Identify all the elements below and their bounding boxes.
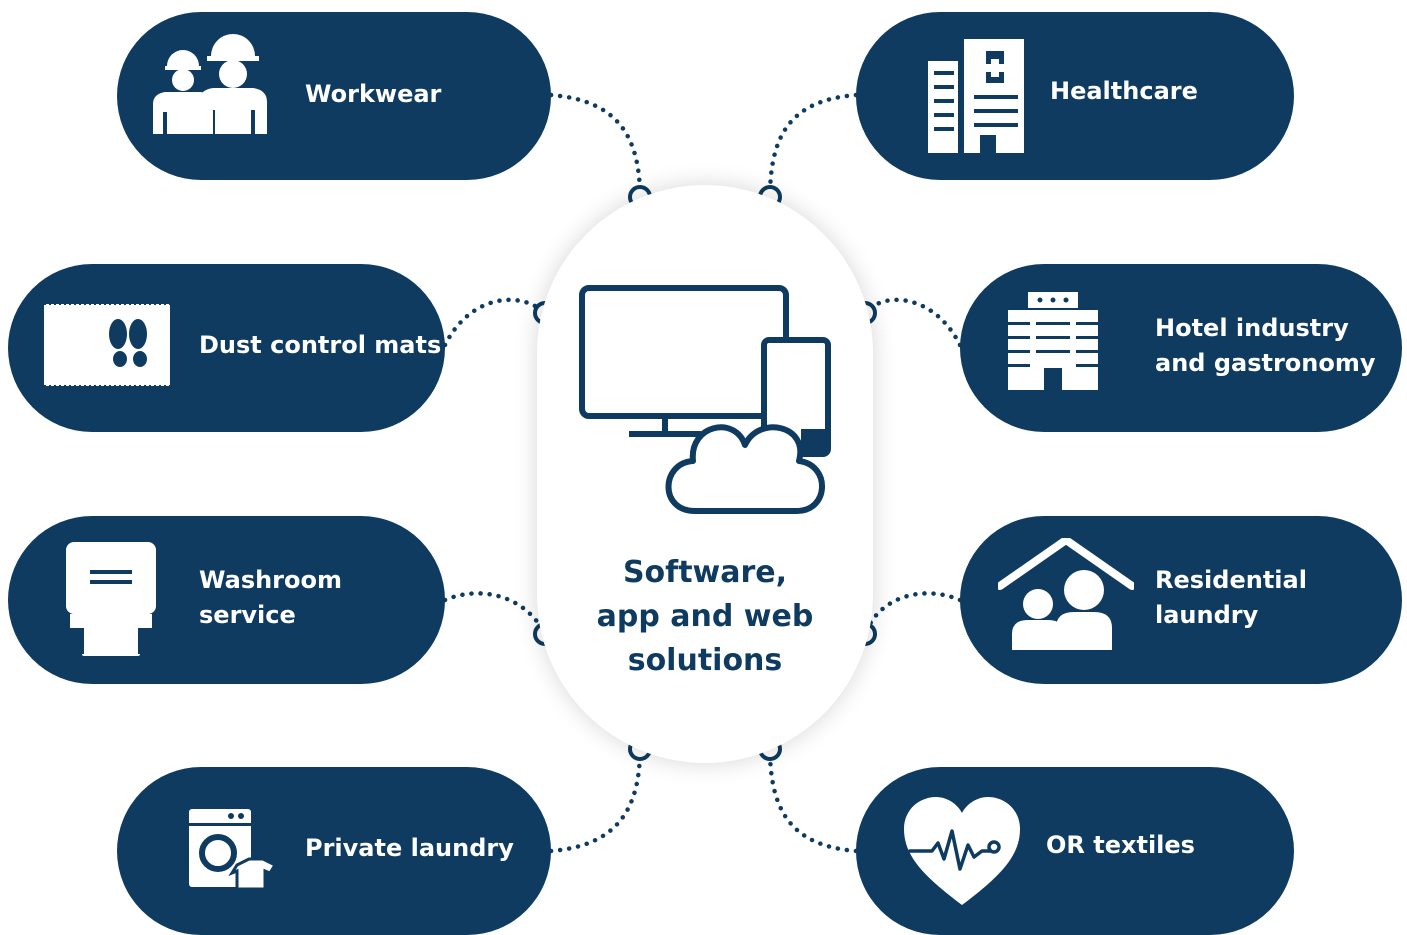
workers-icon xyxy=(149,34,277,142)
segment-label-line: Residential xyxy=(1155,566,1307,594)
center-title-line: app and web xyxy=(596,599,814,634)
segment-healthcare[interactable]: Healthcare xyxy=(856,12,1294,180)
center-title-line: solutions xyxy=(627,643,783,678)
segment-label: Workwear xyxy=(305,80,442,108)
hotel-icon xyxy=(1006,290,1100,396)
connector-hotel xyxy=(862,297,963,348)
segment-workwear[interactable]: Workwear xyxy=(117,12,551,180)
center-hub: Software, app and web solutions xyxy=(537,185,873,763)
segment-washroom-service[interactable]: Washroom service xyxy=(8,516,445,684)
segment-label-line: service xyxy=(199,601,296,629)
segment-label: Hotel industry and gastronomy xyxy=(1155,311,1376,381)
center-title: Software, app and web solutions xyxy=(537,551,873,683)
segment-label-line: laundry xyxy=(1155,601,1259,629)
segment-private-laundry[interactable]: Private laundry xyxy=(117,767,551,935)
segment-label: Washroom service xyxy=(199,563,342,633)
segment-label: Dust control mats xyxy=(199,331,442,359)
segment-label: Healthcare xyxy=(1050,77,1198,105)
segment-hotel-industry[interactable]: Hotel industry and gastronomy xyxy=(960,264,1402,432)
connector-or-textiles xyxy=(767,746,859,854)
segment-or-textiles[interactable]: OR textiles xyxy=(856,767,1294,935)
segment-residential-laundry[interactable]: Residential laundry xyxy=(960,516,1402,684)
segment-label: OR textiles xyxy=(1046,831,1195,859)
residential-home-icon xyxy=(996,536,1136,654)
segment-dust-control-mats[interactable]: Dust control mats xyxy=(8,264,445,432)
segment-label-line: and gastronomy xyxy=(1155,349,1376,377)
devices-cloud-icon xyxy=(577,283,837,527)
segment-label: Residential laundry xyxy=(1155,563,1307,633)
connector-dust-control xyxy=(442,297,548,348)
connector-healthcare xyxy=(767,92,859,200)
segment-label-line: Washroom xyxy=(199,566,343,594)
footprints-mat-icon xyxy=(44,303,170,390)
connector-residential xyxy=(862,591,963,637)
connector-washroom xyxy=(442,591,548,637)
heart-pulse-icon xyxy=(902,795,1022,911)
towel-dispenser-icon xyxy=(66,542,158,662)
hospital-icon xyxy=(926,37,1026,159)
segment-label: Private laundry xyxy=(305,834,514,862)
center-title-line: Software, xyxy=(622,555,788,590)
connector-workwear xyxy=(548,92,643,200)
connector-private-laundry xyxy=(548,746,643,854)
segment-label-line: Hotel industry xyxy=(1155,314,1349,342)
washing-machine-icon xyxy=(187,807,287,895)
